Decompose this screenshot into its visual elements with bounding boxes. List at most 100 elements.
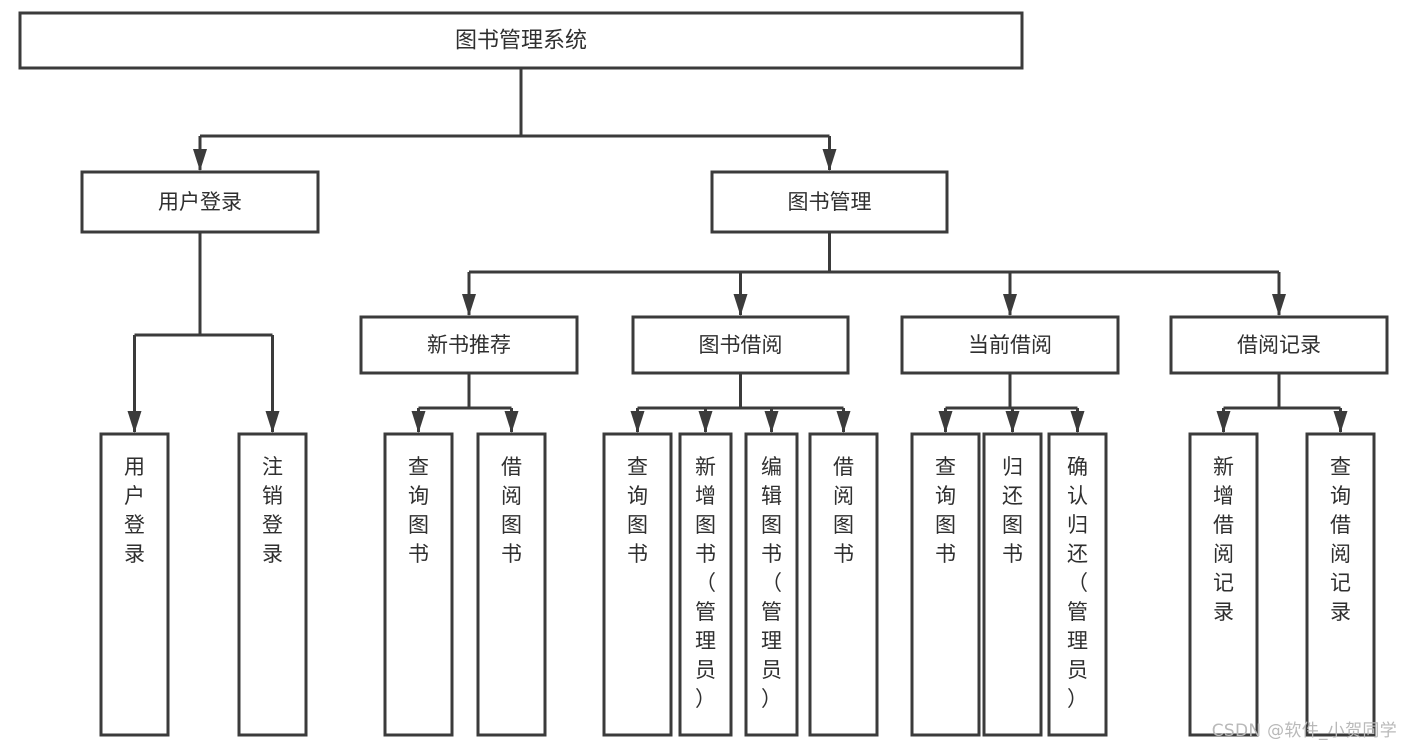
leaf-leaf-borrow-book-2[interactable] [808, 432, 879, 737]
leaf-leaf-query-book-1[interactable] [383, 432, 454, 737]
arrow-head-icon [462, 294, 476, 316]
leaf-label-char: 借 [833, 455, 854, 479]
node-label: 当前借阅 [968, 333, 1052, 357]
leaf-label-char: 理 [695, 629, 716, 653]
leaf-label-char: 员 [1067, 658, 1088, 682]
leaf-leaf-borrow-book-2-rect [808, 432, 879, 737]
leaf-label-char: 图 [408, 513, 429, 537]
leaf-label-char: 认 [1067, 484, 1088, 508]
leaf-label-char: （ [761, 571, 782, 595]
node-book-manage[interactable] [710, 170, 949, 234]
leaf-label-char: 确 [1067, 455, 1088, 479]
node-book-borrow[interactable] [631, 315, 850, 375]
leaf-leaf-confirm-return-rect [1047, 432, 1108, 737]
leaf-label-char: 管 [761, 600, 782, 624]
leaf-leaf-confirm-return[interactable] [1047, 432, 1108, 737]
leaf-label-char: 还 [1067, 542, 1088, 566]
node-user-login[interactable] [80, 170, 320, 234]
node-root[interactable] [18, 11, 1024, 70]
leaf-label-char: 录 [1213, 600, 1234, 624]
leaf-label-char: 登 [124, 513, 145, 537]
node-new-book-recommend[interactable] [359, 315, 579, 375]
leaf-leaf-query-record[interactable] [1305, 432, 1376, 737]
leaf-leaf-return-book[interactable] [982, 432, 1043, 737]
leaf-leaf-user-logout-rect [237, 432, 308, 737]
node-label: 图书管理系统 [455, 29, 587, 54]
leaf-leaf-add-record-rect [1188, 432, 1259, 737]
leaf-label-char: 增 [1213, 484, 1234, 508]
node-new-book-recommend-rect [359, 315, 579, 375]
arrow-head-icon [698, 411, 713, 433]
connector-lines [127, 68, 1348, 433]
leaf-label-char: 员 [695, 658, 716, 682]
leaf-label-char: 图 [1002, 513, 1023, 537]
node-book-manage-rect [710, 170, 949, 234]
arrow-head-icon [411, 411, 426, 433]
leaf-label-char: 户 [124, 484, 145, 508]
leaf-label-char: 书 [761, 542, 782, 566]
leaf-label-char: 登 [262, 513, 283, 537]
leaf-leaf-add-book-rect [678, 432, 733, 737]
leaf-leaf-query-book-2-rect [602, 432, 673, 737]
leaf-label-char: （ [1067, 571, 1088, 595]
arrow-head-icon [127, 411, 142, 433]
leaf-leaf-query-book-1-rect [383, 432, 454, 737]
leaf-label-char: （ [695, 571, 716, 595]
leaf-label-char: ） [695, 687, 716, 711]
leaf-label-char: 询 [627, 484, 648, 508]
leaf-label-char: ） [1067, 687, 1088, 711]
leaf-label-char: 阅 [833, 484, 854, 508]
leaf-leaf-user-login[interactable] [99, 432, 170, 737]
node-borrow-record[interactable] [1169, 315, 1389, 375]
leaf-label-char: 查 [627, 455, 648, 479]
node-current-borrow-rect [900, 315, 1120, 375]
arrow-head-icon [764, 411, 779, 433]
leaf-label-char: 归 [1067, 513, 1088, 537]
leaf-leaf-add-record[interactable] [1188, 432, 1259, 737]
arrow-head-icon [1005, 411, 1020, 433]
arrow-head-icon [822, 149, 837, 171]
leaf-label-char: 还 [1002, 484, 1023, 508]
arrow-head-icon [1216, 411, 1231, 433]
node-label: 用户登录 [158, 190, 242, 214]
leaf-label-char: 增 [695, 484, 716, 508]
arrow-head-icon [836, 411, 851, 433]
node-borrow-record-rect [1169, 315, 1389, 375]
arrow-head-icon [193, 149, 207, 171]
leaf-leaf-borrow-book-1[interactable] [476, 432, 547, 737]
arrow-head-icon [504, 411, 519, 433]
leaf-label-char: 书 [501, 542, 522, 566]
leaf-leaf-add-book[interactable] [678, 432, 733, 737]
leaf-label-char: 注 [262, 455, 283, 479]
leaf-label-char: 图 [935, 513, 956, 537]
leaf-leaf-query-book-3[interactable] [910, 432, 981, 737]
leaf-label-char: 书 [408, 542, 429, 566]
leaf-label-char: 记 [1330, 571, 1351, 595]
node-boxes: 图书管理系统用户登录图书管理用户登录注销登录新书推荐查询图书借阅图书图书借阅查询… [18, 11, 1389, 737]
node-label: 借阅记录 [1237, 333, 1321, 357]
leaf-label-char: 询 [408, 484, 429, 508]
leaf-leaf-edit-book[interactable] [744, 432, 799, 737]
leaf-label-char: 辑 [761, 484, 782, 508]
leaf-label-char: 用 [124, 455, 145, 479]
leaf-label-char: 员 [761, 658, 782, 682]
leaf-label-char: 录 [1330, 600, 1351, 624]
node-current-borrow[interactable] [900, 315, 1120, 375]
leaf-label-char: 查 [1330, 455, 1351, 479]
leaf-label-char: 录 [262, 542, 283, 566]
node-book-borrow-rect [631, 315, 850, 375]
leaf-label-char: 书 [935, 542, 956, 566]
arrow-head-icon [1333, 411, 1348, 433]
leaf-leaf-return-book-rect [982, 432, 1043, 737]
node-root-rect [18, 11, 1024, 70]
leaf-leaf-user-logout[interactable] [237, 432, 308, 737]
leaf-leaf-query-book-2[interactable] [602, 432, 673, 737]
